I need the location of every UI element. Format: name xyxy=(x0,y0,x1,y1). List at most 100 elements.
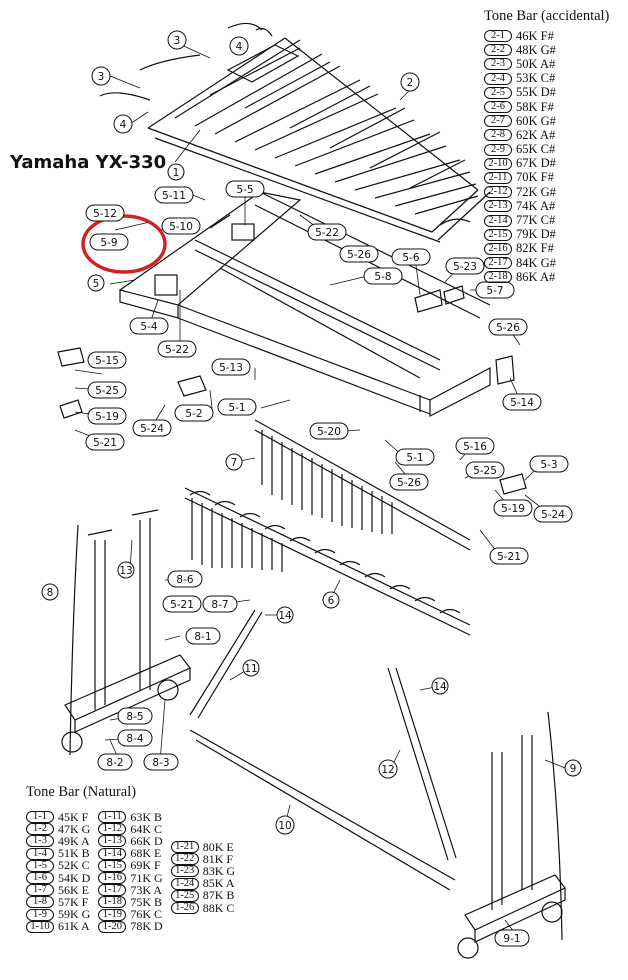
part-code: 1-19 xyxy=(98,908,127,921)
tone-note: 80K E xyxy=(202,839,234,854)
part-label: 5-7 xyxy=(475,281,515,299)
legend-row: 2-17 84K G# xyxy=(484,256,626,270)
part-code: 1-14 xyxy=(98,847,127,860)
part-label: 5-22 xyxy=(307,223,347,241)
part-label: 5-1 xyxy=(217,398,257,416)
svg-text:5-19: 5-19 xyxy=(501,503,525,515)
tone-note: 86K A# xyxy=(516,269,556,284)
part-code: 1-26 xyxy=(170,902,199,915)
part-label: 5-11 xyxy=(154,186,194,204)
part-label: 13 xyxy=(117,561,135,579)
part-code: 2-10 xyxy=(484,157,512,170)
part-label: 5-9 xyxy=(89,233,129,251)
tone-note: 74K A# xyxy=(516,198,556,213)
svg-text:13: 13 xyxy=(119,565,132,577)
svg-text:4: 4 xyxy=(120,119,127,131)
part-code: 2-17 xyxy=(484,257,512,270)
part-code: 1-15 xyxy=(98,859,127,872)
svg-text:8-6: 8-6 xyxy=(176,574,193,586)
part-label: 5-5 xyxy=(225,180,265,198)
part-label: 5-19 xyxy=(87,407,127,425)
svg-text:5-6: 5-6 xyxy=(402,252,419,264)
tone-note: 55K D# xyxy=(516,85,556,100)
tone-note: 47K G xyxy=(58,821,91,836)
tone-note: 83K G xyxy=(202,863,236,878)
part-code: 1-5 xyxy=(26,859,54,872)
part-label: 8-4 xyxy=(117,729,153,747)
tone-note: 70K F# xyxy=(516,170,554,185)
svg-text:4: 4 xyxy=(236,41,243,53)
svg-text:5-4: 5-4 xyxy=(140,321,157,333)
tone-note: 61K A xyxy=(58,919,90,934)
svg-text:3: 3 xyxy=(98,71,105,83)
svg-text:7: 7 xyxy=(231,457,238,469)
svg-text:8-2: 8-2 xyxy=(106,757,123,769)
tone-note: 78K D xyxy=(130,919,163,934)
part-label: 5-8 xyxy=(363,267,403,285)
legend-row: 1-2 47K G xyxy=(26,821,91,836)
part-label: 5-26 xyxy=(488,318,528,336)
part-code: 1-20 xyxy=(98,920,127,933)
legend-row: 2-10 67K D# xyxy=(484,156,626,171)
part-label: 5-21 xyxy=(162,595,202,613)
svg-text:5-13: 5-13 xyxy=(219,362,243,374)
part-code: 1-11 xyxy=(98,811,127,824)
svg-text:9-1: 9-1 xyxy=(503,933,520,945)
tone-bar-keyboard xyxy=(99,22,491,243)
part-label: 5-6 xyxy=(391,248,431,266)
svg-text:5-25: 5-25 xyxy=(95,385,119,397)
part-code: 1-2 xyxy=(26,823,54,836)
tone-note: 65K C# xyxy=(516,142,556,157)
part-code: 1-22 xyxy=(170,853,199,866)
svg-text:5-22: 5-22 xyxy=(165,344,189,356)
svg-text:9: 9 xyxy=(570,763,577,775)
part-label: 5-26 xyxy=(389,473,429,491)
part-code: 1-10 xyxy=(26,920,54,933)
tone-note: 67K D# xyxy=(516,156,556,171)
part-label: 5-3 xyxy=(529,455,569,473)
svg-text:5-23: 5-23 xyxy=(453,261,477,273)
part-label: 5-24 xyxy=(533,505,573,523)
svg-text:5-15: 5-15 xyxy=(95,355,119,367)
svg-text:5-14: 5-14 xyxy=(510,397,534,409)
svg-text:5-21: 5-21 xyxy=(93,437,117,449)
part-code: 2-14 xyxy=(484,214,512,227)
svg-text:12: 12 xyxy=(381,764,394,776)
svg-text:5-20: 5-20 xyxy=(317,426,341,438)
tone-note: 63K B xyxy=(130,809,163,824)
svg-text:5-26: 5-26 xyxy=(496,322,520,334)
part-code: 1-13 xyxy=(98,835,127,848)
tone-note: 75K B xyxy=(130,894,163,909)
svg-text:5-16: 5-16 xyxy=(463,441,487,453)
tone-note: 84K G# xyxy=(516,255,556,270)
tone-note: 68K E xyxy=(130,846,162,861)
svg-text:10: 10 xyxy=(278,820,291,832)
svg-text:3: 3 xyxy=(174,35,181,47)
part-label: 8-5 xyxy=(117,707,153,725)
part-label: 8-1 xyxy=(185,627,221,645)
tone-note: 58K F# xyxy=(516,99,554,114)
part-label: 5 xyxy=(87,274,105,292)
svg-text:5-5: 5-5 xyxy=(236,184,253,196)
svg-text:5-26: 5-26 xyxy=(347,249,371,261)
part-label: 5-25 xyxy=(465,461,505,479)
svg-text:8-3: 8-3 xyxy=(152,757,169,769)
